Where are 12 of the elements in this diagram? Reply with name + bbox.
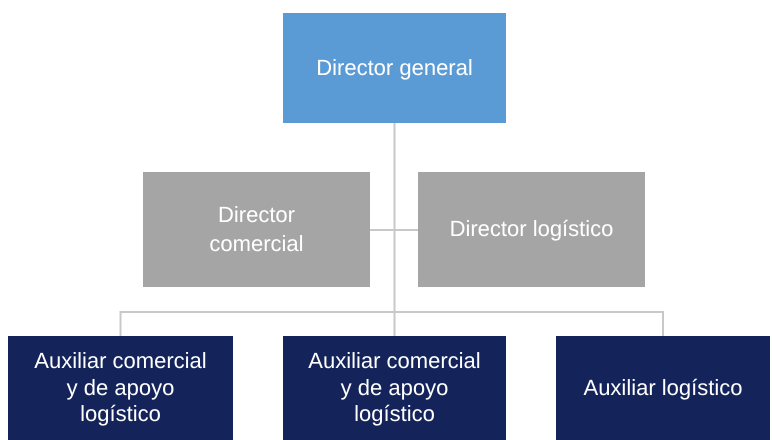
- org-box: [8, 336, 233, 440]
- org-box: [556, 336, 770, 440]
- org-box: [143, 172, 370, 287]
- role-title: Director logístico: [450, 215, 614, 244]
- role-title: Auxiliar comercial y de apoyo logístico: [307, 348, 482, 428]
- role-title: Auxiliar comercial y de apoyo logístico: [33, 348, 208, 428]
- role-title: Director general: [316, 54, 473, 82]
- role-title: Auxiliar logístico: [584, 374, 742, 402]
- org-box: [283, 13, 506, 123]
- org-box: [418, 172, 645, 287]
- role-title: Director comercial: [208, 200, 305, 258]
- org-box: [283, 336, 506, 440]
